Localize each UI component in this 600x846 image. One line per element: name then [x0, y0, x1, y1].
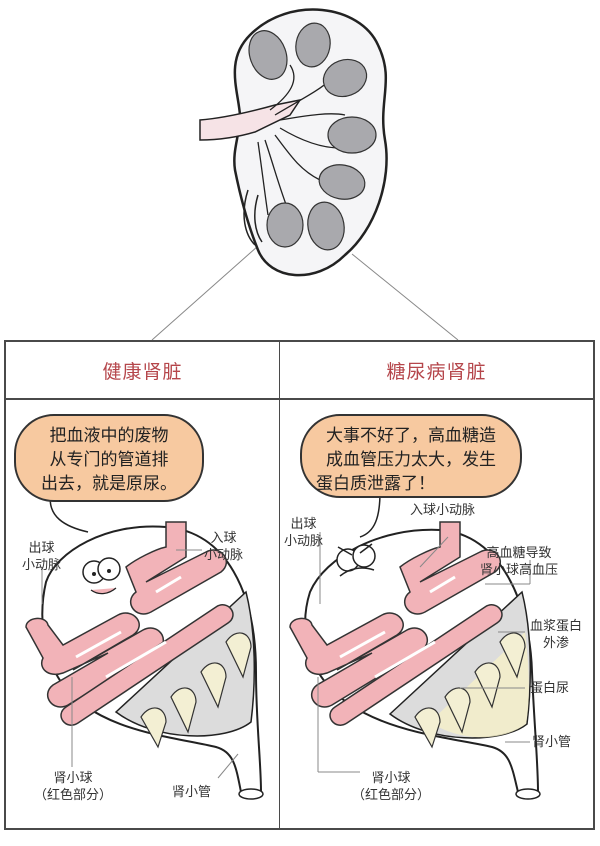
- label-afferent-arteriole: 入球小动脉: [410, 503, 476, 518]
- label-glomerular-hypertension: 高血糖导致 肾小球高血压: [480, 546, 559, 578]
- bubble-line: 成血管压力太大，发生: [326, 450, 496, 470]
- label-renal-tubule: 肾小管: [532, 735, 572, 750]
- diabetic-kidney-panel: 糖尿病肾脏: [279, 340, 595, 830]
- label-glomerulus: 肾小球 （红色部分）: [34, 771, 113, 803]
- label-renal-tubule: 肾小管: [172, 785, 212, 800]
- healthy-kidney-panel: 健康肾脏: [4, 340, 280, 830]
- glomerulus-loops: [289, 521, 503, 726]
- healthy-nephron-illustration: [25, 491, 264, 800]
- tubule-cells: [140, 632, 252, 749]
- speech-bubble-healthy: 把血液中的废物 从专门的管道排 出去，就是原尿。: [14, 414, 204, 502]
- label-efferent-arteriole: 出球 小动脉: [284, 517, 324, 549]
- connector-line-left: [151, 245, 259, 341]
- connector-line-right: [351, 253, 459, 341]
- diabetic-nephron-illustration: [289, 491, 541, 800]
- label-plasma-protein-leak: 血浆蛋白 外渗: [530, 619, 583, 651]
- bubble-line: 出去，就是原尿。: [41, 474, 177, 494]
- speech-bubble-diabetic: 大事不好了，高血糖造 成血管压力太大，发生 蛋白质泄露了！: [300, 414, 522, 498]
- label-glomerulus: 肾小球 （红色部分）: [352, 771, 431, 803]
- panel-title-diabetic: 糖尿病肾脏: [280, 342, 593, 400]
- panel-title-healthy: 健康肾脏: [6, 342, 279, 400]
- worried-glomerulus-face: [336, 543, 376, 577]
- renal-pyramids: [248, 22, 377, 251]
- glomerulus-loops: [25, 521, 234, 726]
- label-proteinuria: 蛋白尿: [530, 681, 570, 696]
- bubble-line: 从专门的管道排: [49, 450, 169, 470]
- tubule-cells: [414, 632, 526, 749]
- label-efferent-arteriole: 出球 小动脉: [22, 541, 62, 573]
- bubble-line: 大事不好了，高血糖造: [326, 426, 496, 446]
- label-afferent-arteriole: 入球 小动脉: [204, 531, 244, 563]
- bubble-line: 蛋白质泄露了！: [316, 474, 435, 494]
- renal-pelvis: [199, 98, 302, 141]
- kidney-illustration: [151, 8, 459, 341]
- bubble-line: 把血液中的废物: [49, 426, 169, 446]
- glomerulus-face: [82, 557, 121, 595]
